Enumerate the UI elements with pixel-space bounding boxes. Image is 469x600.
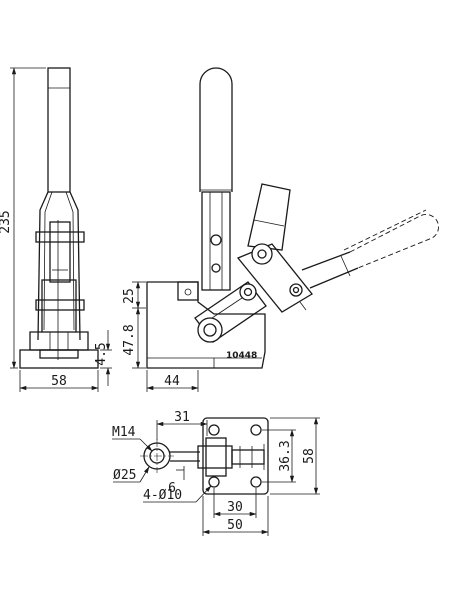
mount-hole xyxy=(208,476,220,488)
dim-plate-width: 50 xyxy=(227,518,243,533)
side-handle-arm xyxy=(201,191,231,291)
dim-thread: M14 xyxy=(112,425,136,440)
dim-pivot-height: 25 xyxy=(122,288,137,304)
dim-base-width: 58 xyxy=(51,374,67,389)
top-view xyxy=(140,417,269,495)
dim-offset-6: 6 xyxy=(168,481,176,496)
part-number: 10448 xyxy=(226,351,257,361)
front-fork xyxy=(37,191,81,341)
front-base-plate xyxy=(19,349,99,369)
front-dimensions: 235 58 4.5 xyxy=(0,67,112,392)
dim-hole-spacing-x: 30 xyxy=(227,500,243,515)
dim-holes: 4-Ø10 xyxy=(143,488,182,503)
front-handle-grip xyxy=(47,67,71,193)
mount-hole xyxy=(250,424,262,436)
mount-hole xyxy=(250,476,262,488)
top-dimensions: 31 M14 Ø25 6 4-Ø10 30 50 36.3 xyxy=(112,410,320,536)
side-handle-open xyxy=(247,183,291,251)
dim-spindle-dia: Ø25 xyxy=(113,468,136,483)
side-dimensions: 25 47.8 44 xyxy=(122,281,199,392)
side-view: 10448 xyxy=(146,67,439,369)
dim-plate-length: 58 xyxy=(302,448,317,464)
dim-body-height: 47.8 xyxy=(122,324,137,355)
side-handle-grip xyxy=(199,67,233,192)
dim-base-thickness: 4.5 xyxy=(94,342,109,365)
front-view xyxy=(19,67,99,369)
dim-handle-offset: 31 xyxy=(174,410,190,425)
dim-hole-spacing-y: 36.3 xyxy=(278,440,293,471)
side-handle-extended xyxy=(349,214,439,269)
top-base-plate xyxy=(202,417,269,495)
dim-body-depth: 44 xyxy=(164,374,180,389)
front-link xyxy=(49,221,71,283)
mount-hole xyxy=(208,424,220,436)
dim-overall-height: 235 xyxy=(0,210,13,233)
